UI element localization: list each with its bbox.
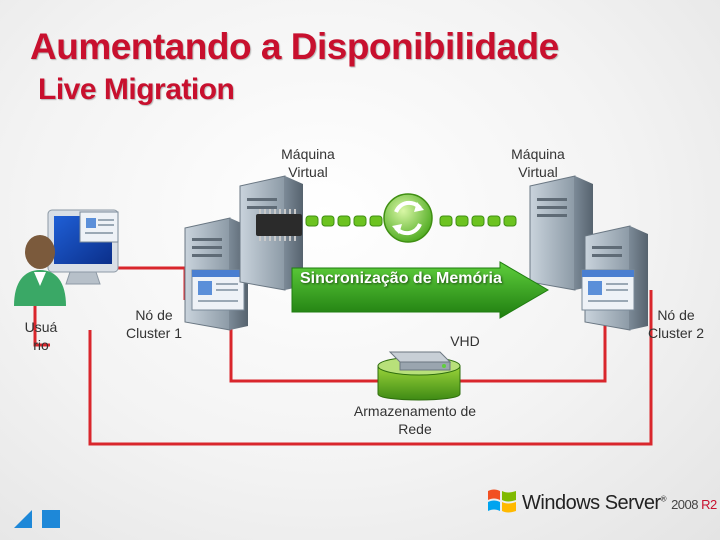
- user-workstation: [14, 210, 118, 306]
- cluster-node-1-server: [185, 218, 248, 330]
- windows-flag-icon: [486, 486, 518, 516]
- vhd-label: VHD: [440, 332, 490, 350]
- logo-version: 2008: [671, 497, 698, 512]
- hard-drive-icon: [390, 352, 450, 362]
- next-slide-icon[interactable]: [40, 508, 62, 530]
- user-label: Usuá rio: [20, 318, 62, 354]
- cluster-node-2-label: Nó de Cluster 2: [640, 306, 712, 342]
- cluster-node-2-server: [582, 226, 648, 330]
- cluster-node-1-label: Nó de Cluster 1: [118, 306, 190, 342]
- network-storage-icon: [378, 352, 460, 400]
- memory-chip-icon: [256, 214, 302, 236]
- logo-edition: R2: [701, 497, 717, 512]
- vm-right-label: Máquina Virtual: [502, 145, 574, 181]
- user-head: [25, 235, 55, 269]
- sync-icon: [384, 194, 432, 242]
- sync-arrow-label: Sincronização de Memória: [300, 270, 540, 288]
- monitor-window: [80, 212, 118, 242]
- logo-brand: Windows Server: [522, 492, 661, 514]
- vm-left-label: Máquina Virtual: [272, 145, 344, 181]
- connector-node1-storage: [231, 328, 378, 381]
- logo-trademark: ®: [661, 494, 666, 503]
- storage-label: Armazenamento de Rede: [340, 402, 490, 438]
- previous-slide-icon[interactable]: [12, 508, 34, 530]
